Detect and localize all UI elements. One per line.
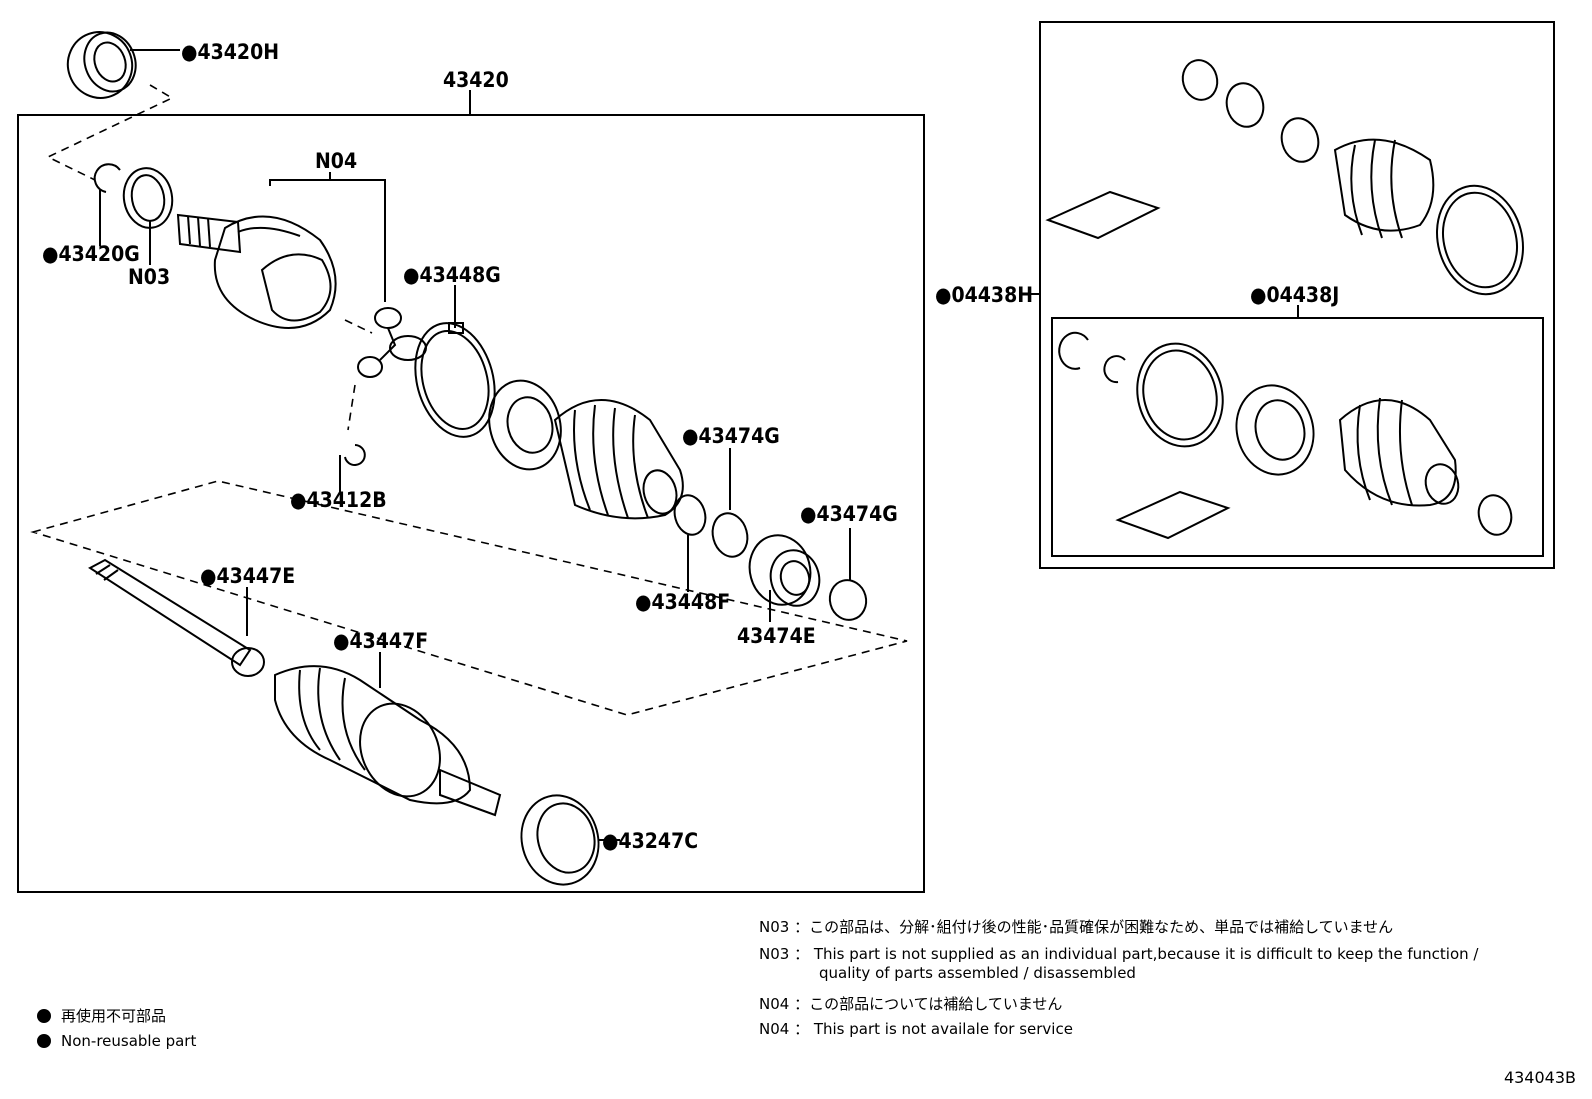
- label-43420g: ●43420G: [42, 242, 140, 266]
- legend: 再使用不可部品 Non-reusable part: [37, 1004, 196, 1054]
- note-n03-en-2: quality of parts assembled / disassemble…: [819, 964, 1136, 982]
- legend-label-en: Non-reusable part: [61, 1032, 197, 1050]
- kit-04438h-contents: [1045, 59, 1524, 296]
- label-n04: N04: [315, 149, 357, 173]
- label-04438h: ●04438H: [935, 283, 1033, 307]
- label-43447e: ●43447E: [200, 564, 295, 588]
- legend-label-jp: 再使用不可部品: [61, 1007, 167, 1025]
- legend-item-en: Non-reusable part: [37, 1029, 196, 1054]
- label-43474e: 43474E: [737, 624, 816, 648]
- clamp-43448f: [673, 494, 707, 536]
- assembly-frame-43420: [17, 114, 925, 893]
- note-n04-jp: N04 ：この部品については補給していません: [759, 995, 1063, 1013]
- kit-frame-04438j: [1051, 317, 1544, 557]
- document-id: 434043B: [1503, 1068, 1576, 1087]
- bullet-dot-icon: [37, 1034, 51, 1048]
- label-43448g: ●43448G: [403, 263, 501, 287]
- label-43447f: ●43447F: [333, 629, 428, 653]
- bullet-dot-icon: [37, 1009, 51, 1023]
- drive-shaft: [88, 558, 265, 677]
- seal-43420h: [66, 31, 137, 99]
- boot-clamp-43448g: [414, 322, 496, 438]
- damper-43474e: [748, 534, 821, 607]
- label-43412b: ●43412B: [290, 488, 387, 512]
- joint-housing-n04: [176, 213, 337, 329]
- label-43420h: ●43420H: [181, 40, 279, 64]
- outboard-boot: [274, 665, 502, 817]
- note-n03-en-1: N03 ： This part is not supplied as an in…: [759, 945, 1479, 963]
- label-43247c: ●43247C: [602, 829, 698, 853]
- label-43474g-b: ●43474G: [800, 502, 898, 526]
- label-43448f: ●43448F: [635, 590, 730, 614]
- label-43474g-a: ●43474G: [682, 424, 780, 448]
- clamp-43474g-a: [711, 512, 749, 558]
- clamp-43474g-b: [828, 579, 868, 621]
- label-04438j: ●04438J: [1250, 283, 1339, 307]
- note-n03-jp: N03 ：この部品は、分解･組付け後の性能･品質確保が困難なため、単品では補給し…: [759, 918, 1394, 936]
- kit-04438j-contents: [1058, 331, 1513, 540]
- legend-item-jp: 再使用不可部品: [37, 1004, 196, 1029]
- label-n03: N03: [128, 265, 170, 289]
- inboard-boot: [488, 379, 684, 520]
- seal-43420g: [122, 167, 174, 229]
- label-43420: 43420: [443, 68, 509, 92]
- notes-block: N03 ：この部品は、分解･組付け後の性能･品質確保が困難なため、単品では補給し…: [759, 918, 1478, 1039]
- seal-43247c: [520, 794, 600, 886]
- note-n04-en: N04 ： This part is not availale for serv…: [759, 1020, 1073, 1038]
